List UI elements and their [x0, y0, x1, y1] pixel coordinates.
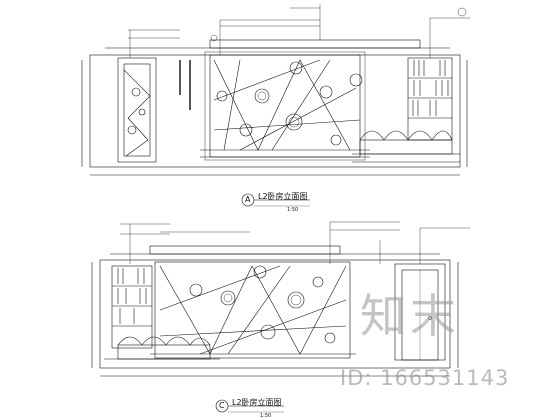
leader-lines-a [128, 4, 470, 58]
bed-cushions-c [104, 336, 220, 360]
geometric-wall-panel-c [150, 261, 356, 359]
elevation-a-title: L2卧房立面图 [258, 192, 308, 201]
watermark-id: ID: 166531143 [340, 366, 510, 390]
elevation-a-scale: 1:50 [287, 207, 299, 213]
leader-lines-c [120, 221, 470, 264]
elevation-c-scale: 1:50 [260, 413, 272, 419]
watermark-logo-text: 知末 [360, 289, 460, 343]
marker-c-letter: C [219, 401, 225, 410]
elevation-c [91, 221, 470, 413]
left-bookshelf-c [111, 265, 153, 349]
right-bookshelf-a [407, 57, 453, 141]
elevation-c-title: L2卧房立面图 [232, 398, 282, 407]
door-c [394, 263, 446, 361]
left-cabinet [117, 57, 191, 163]
elevation-a [81, 4, 470, 207]
geometric-wall-panel-a [200, 51, 370, 161]
bed-cushions-a [352, 130, 460, 163]
marker-a-letter: A [245, 195, 251, 204]
